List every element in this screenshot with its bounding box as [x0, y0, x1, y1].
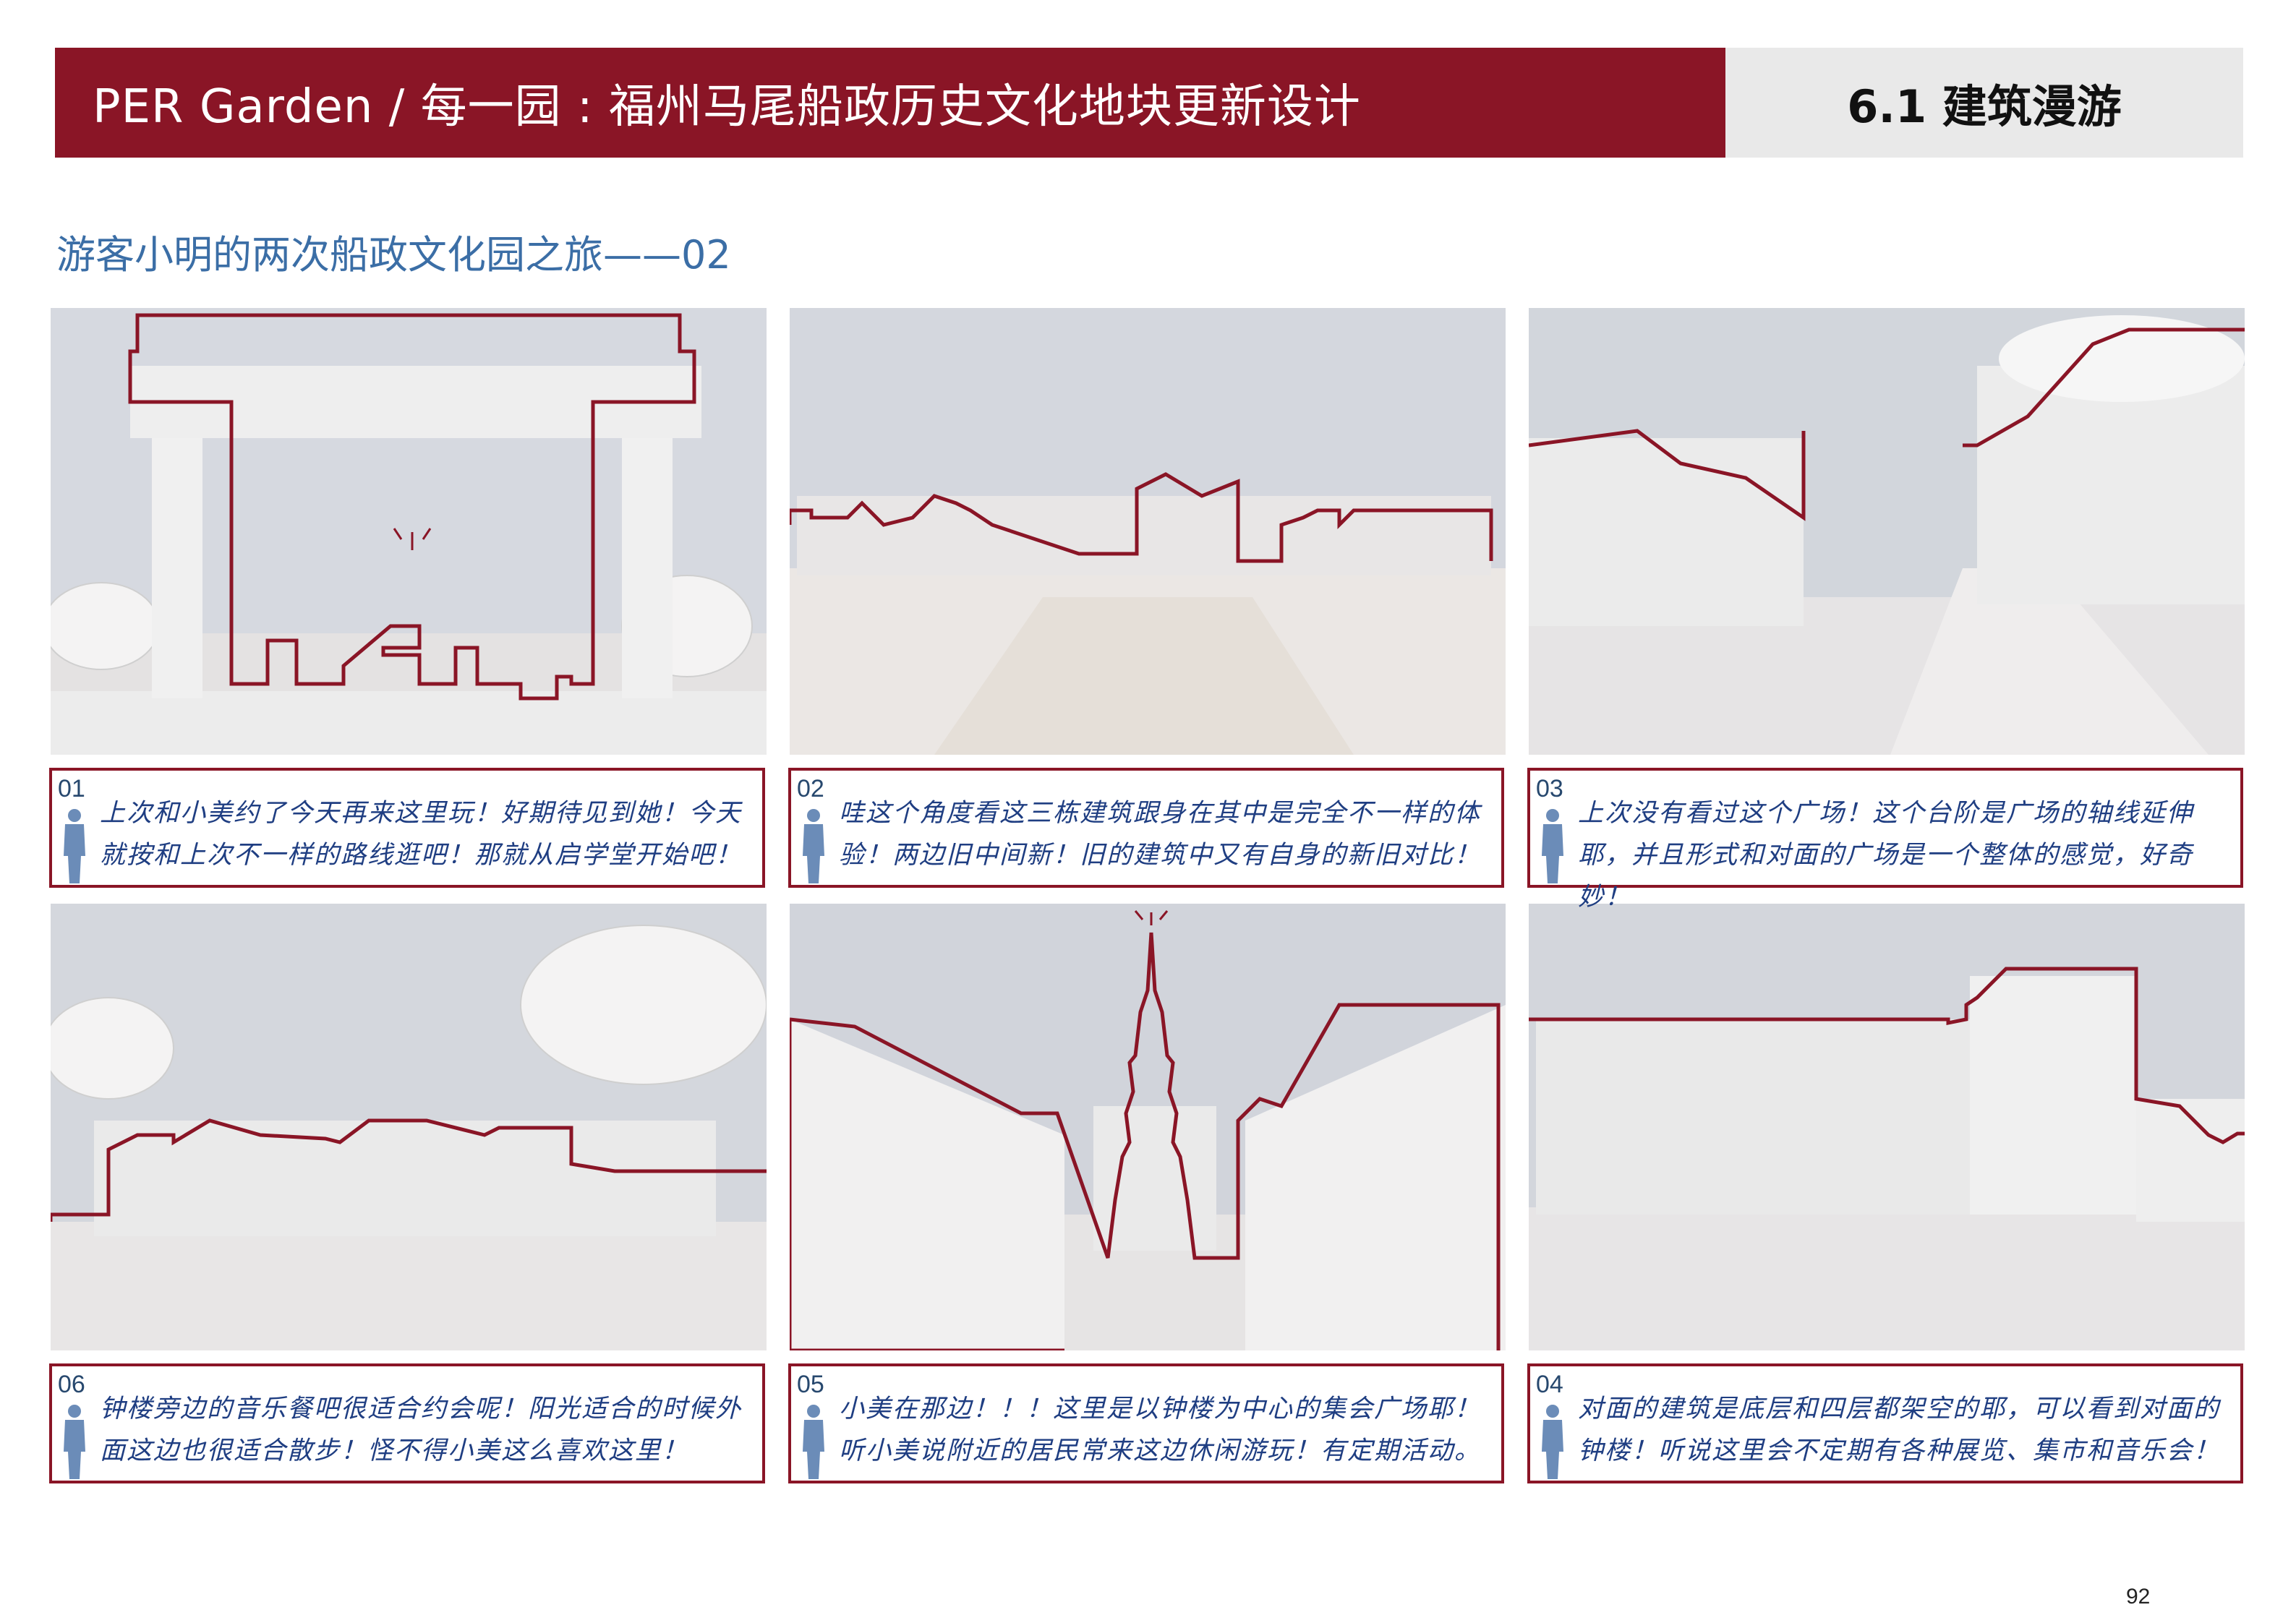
caption-text: 上次没有看过这个广场！这个台阶是广场的轴线延伸耶，并且形式和对面的广场是一个整体…	[1578, 799, 2194, 912]
render-panel-02-plaza	[790, 308, 1506, 755]
section-title: 6.1 建筑漫游	[1847, 80, 2122, 133]
caption-text: 小美在那边！！！这里是以钟楼为中心的集会广场耶！听小美说附近的居民常来这边休闲游…	[839, 1395, 1482, 1465]
caption-number: 03	[1536, 775, 1563, 802]
page-number: 92	[2126, 1585, 2151, 1609]
header-title-bar: PER Garden / 每一园 : 福州马尾船政历史文化地块更新设计	[55, 48, 1725, 158]
caption-box-02: 02 哇这个角度看这三栋建筑跟身在其中是完全不一样的体验！两边旧中间新！旧的建筑…	[788, 768, 1504, 888]
render-panel-06-music-bar	[51, 904, 767, 1350]
visitor-figure-icon	[64, 1405, 85, 1479]
visitor-figure-icon	[1542, 1405, 1563, 1479]
caption-number: 06	[58, 1371, 85, 1398]
caption-box-06: 06 钟楼旁边的音乐餐吧很适合约会呢！阳光适合的时候外面这边也很适合散步！怪不得…	[49, 1363, 765, 1483]
visitor-figure-icon	[1542, 809, 1563, 883]
caption-box-05: 05 小美在那边！！！这里是以钟楼为中心的集会广场耶！听小美说附近的居民常来这边…	[788, 1363, 1504, 1483]
render-panel-01-gate	[51, 308, 767, 755]
caption-box-04: 04 对面的建筑是底层和四层都架空的耶，可以看到对面的钟楼！听说这里会不定期有各…	[1527, 1363, 2243, 1483]
caption-text: 对面的建筑是底层和四层都架空的耶，可以看到对面的钟楼！听说这里会不定期有各种展览…	[1578, 1395, 2221, 1465]
section-label-box: 6.1 建筑漫游	[1725, 48, 2243, 158]
visitor-figure-icon	[803, 809, 824, 883]
caption-number: 04	[1536, 1371, 1563, 1398]
render-panel-04-building	[1529, 904, 2245, 1350]
caption-box-01: 01 上次和小美约了今天再来这里玩！好期待见到她！今天就按和上次不一样的路线逛吧…	[49, 768, 765, 888]
caption-text: 哇这个角度看这三栋建筑跟身在其中是完全不一样的体验！两边旧中间新！旧的建筑中又有…	[839, 799, 1482, 870]
caption-text: 上次和小美约了今天再来这里玩！好期待见到她！今天就按和上次不一样的路线逛吧！那就…	[100, 799, 743, 870]
visitor-figure-icon	[803, 1405, 824, 1479]
subtitle: 游客小明的两次船政文化园之旅——02	[56, 232, 731, 278]
visitor-figure-icon	[64, 809, 85, 883]
render-panel-05-clock-tower	[790, 904, 1506, 1350]
render-panel-03-square	[1529, 308, 2245, 755]
caption-number: 02	[797, 775, 824, 802]
caption-number: 01	[58, 775, 85, 802]
caption-number: 05	[797, 1371, 824, 1398]
page-title: PER Garden / 每一园 : 福州马尾船政历史文化地块更新设计	[93, 80, 1361, 134]
caption-box-03: 03 上次没有看过这个广场！这个台阶是广场的轴线延伸耶，并且形式和对面的广场是一…	[1527, 768, 2243, 912]
caption-text: 钟楼旁边的音乐餐吧很适合约会呢！阳光适合的时候外面这边也很适合散步！怪不得小美这…	[100, 1395, 743, 1465]
